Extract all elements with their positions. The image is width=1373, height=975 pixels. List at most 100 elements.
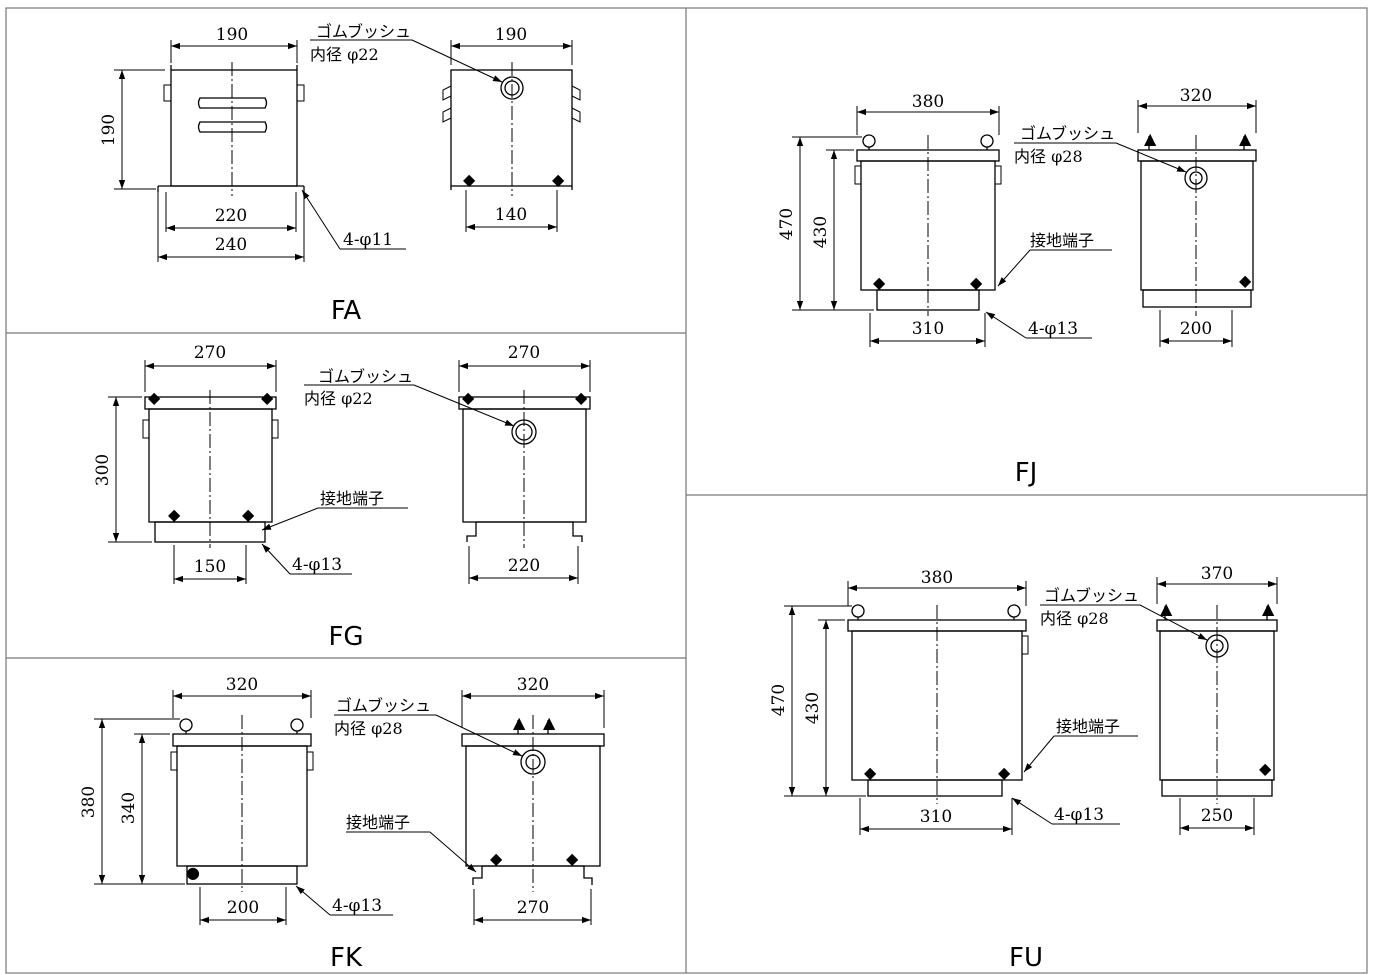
fa-front-height-label: 190: [99, 114, 119, 146]
fk-front-dimensions: 320 380 340 200 4-φ13: [79, 675, 393, 925]
fg-base-width-label: 150: [194, 557, 226, 577]
fg-front-width-label: 270: [194, 343, 226, 363]
fg-front-view: ◆ ◆ ◆ ◆: [142, 388, 279, 548]
fk-model-label: FK: [330, 943, 363, 973]
fa-grommet-label: ゴムブッシュ: [316, 22, 411, 41]
fa-side-dimensions: 190 140 ゴムブッシュ 内径 φ22: [310, 22, 573, 232]
fk-side-width-label: 320: [517, 675, 549, 695]
fa-front-view: [157, 62, 305, 196]
fg-front-dimensions: 270 300 150 4-φ13 接地端子: [93, 343, 408, 584]
fu-side-base-label: 250: [1201, 806, 1233, 826]
fk-mount-holes-label: 4-φ13: [332, 896, 382, 916]
fj-total-height-label: 470: [777, 208, 797, 240]
fa-model-label: FA: [331, 296, 362, 326]
svg-text:◆: ◆: [552, 170, 565, 189]
svg-text:▲: ▲: [1262, 599, 1275, 618]
fk-front-width-label: 320: [226, 675, 258, 695]
fj-ground-label: 接地端子: [1030, 231, 1094, 250]
svg-text:▲: ▲: [1160, 599, 1173, 618]
fu-ground-label: 接地端子: [1056, 717, 1120, 736]
fu-side-view: ▲ ▲ ◆: [1156, 599, 1278, 804]
fk-front-view: ●: [170, 715, 314, 892]
fa-base-outer-label: 240: [215, 235, 247, 255]
fj-side-width-label: 320: [1180, 86, 1212, 106]
svg-text:◆: ◆: [168, 505, 181, 524]
fu-side-width-label: 370: [1201, 564, 1233, 584]
fk-total-height-label: 380: [79, 786, 99, 818]
fj-mount-holes-label: 4-φ13: [1028, 319, 1078, 339]
fa-grommet-bore: 内径 φ22: [310, 45, 379, 64]
fk-grommet-label: ゴムブッシュ: [336, 696, 431, 715]
fg-side-base-label: 220: [508, 556, 540, 576]
fa-side-width-label: 190: [495, 25, 527, 45]
fu-front-view: ◆ ◆: [847, 604, 1029, 804]
svg-text:◆: ◆: [463, 170, 476, 189]
fj-front-view: ◆ ◆: [854, 134, 1002, 316]
fu-body-height-label: 430: [803, 692, 823, 724]
svg-text:◆: ◆: [970, 273, 983, 292]
svg-text:◆: ◆: [864, 763, 877, 782]
fj-side-dimensions: 320 200 ゴムブッシュ 内径 φ28: [1014, 86, 1257, 347]
fj-body-height-label: 430: [811, 216, 831, 248]
panel-fg: ◆ ◆ ◆ ◆ 270 300 150 4-φ13 接地端子: [93, 343, 591, 652]
svg-text:▲: ▲: [1239, 129, 1252, 148]
svg-text:◆: ◆: [1259, 759, 1272, 778]
fg-ground-label: 接地端子: [320, 489, 384, 508]
fg-side-dimensions: 270 220 ゴムブッシュ 内径 φ22: [304, 343, 591, 584]
fk-side-view: ▲ ▲ ◆ ◆: [461, 713, 605, 892]
fg-front-height-label: 300: [93, 454, 113, 486]
fa-mount-holes-label: 4-φ11: [343, 230, 393, 250]
fu-grommet-label: ゴムブッシュ: [1044, 586, 1139, 605]
panel-fa: 190 190 220 240 4-φ11: [99, 22, 581, 326]
svg-text:◆: ◆: [566, 849, 579, 868]
fj-side-base-label: 200: [1180, 319, 1212, 339]
fu-grommet-bore: 内径 φ28: [1040, 609, 1109, 628]
svg-text:▲: ▲: [543, 713, 556, 732]
fg-side-view: ◆ ◆: [458, 388, 591, 548]
fu-total-height-label: 470: [769, 684, 789, 716]
svg-text:◆: ◆: [462, 388, 475, 407]
fg-model-label: FG: [328, 622, 363, 652]
panel-fu: ◆ ◆ 380 470 430 310 4-φ13 接地端子: [769, 564, 1278, 973]
svg-text:▲: ▲: [513, 713, 526, 732]
fg-grommet-bore: 内径 φ22: [304, 389, 373, 408]
fj-side-view: ▲ ▲ ◆: [1137, 129, 1257, 316]
fg-grommet-label: ゴムブッシュ: [318, 367, 413, 386]
svg-text:◆: ◆: [1239, 271, 1252, 290]
fj-base-width-label: 310: [912, 319, 944, 339]
fg-side-width-label: 270: [508, 343, 540, 363]
fk-base-width-label: 200: [227, 898, 259, 918]
fj-grommet-bore: 内径 φ28: [1014, 147, 1083, 166]
svg-text:◆: ◆: [490, 849, 503, 868]
fg-mount-holes-label: 4-φ13: [292, 555, 342, 575]
fu-base-width-label: 310: [920, 807, 952, 827]
svg-text:◆: ◆: [242, 505, 255, 524]
fk-grommet-bore: 内径 φ28: [334, 719, 403, 738]
svg-text:◆: ◆: [873, 273, 886, 292]
fa-base-inner-label: 220: [215, 206, 247, 226]
fu-side-dimensions: 370 250 ゴムブッシュ 内径 φ28: [1040, 564, 1278, 835]
panel-frames: [5, 7, 1368, 974]
fa-front-dimensions: 190 190 220 240 4-φ11: [99, 25, 406, 262]
panel-fj: ◆ ◆ 380 470 430 310 4-φ13 接地端子: [777, 86, 1257, 488]
svg-text:▲: ▲: [1144, 129, 1157, 148]
fj-grommet-label: ゴムブッシュ: [1020, 124, 1115, 143]
fu-front-width-label: 380: [921, 568, 953, 588]
fk-ground-label: 接地端子: [346, 813, 410, 832]
fu-model-label: FU: [1009, 943, 1043, 973]
svg-text:◆: ◆: [998, 763, 1011, 782]
fk-body-height-label: 340: [119, 792, 139, 824]
fk-side-dimensions: 320 270 ゴムブッシュ 内径 φ28 接地端子: [334, 675, 605, 925]
fa-front-width-label: 190: [216, 25, 248, 45]
fj-front-dimensions: 380 470 430 310 4-φ13 接地端子: [777, 92, 1112, 347]
svg-text:◆: ◆: [575, 388, 588, 407]
svg-text:◆: ◆: [148, 388, 161, 407]
fu-mount-holes-label: 4-φ13: [1054, 805, 1104, 825]
fa-side-base-label: 140: [495, 205, 527, 225]
svg-text:◆: ◆: [261, 388, 274, 407]
panel-fk: ● 320 380 340 200 4-φ13 ▲ ▲: [79, 675, 605, 973]
fj-model-label: FJ: [1015, 458, 1038, 488]
fk-side-base-label: 270: [517, 898, 549, 918]
fa-side-view: ◆ ◆: [442, 62, 581, 196]
